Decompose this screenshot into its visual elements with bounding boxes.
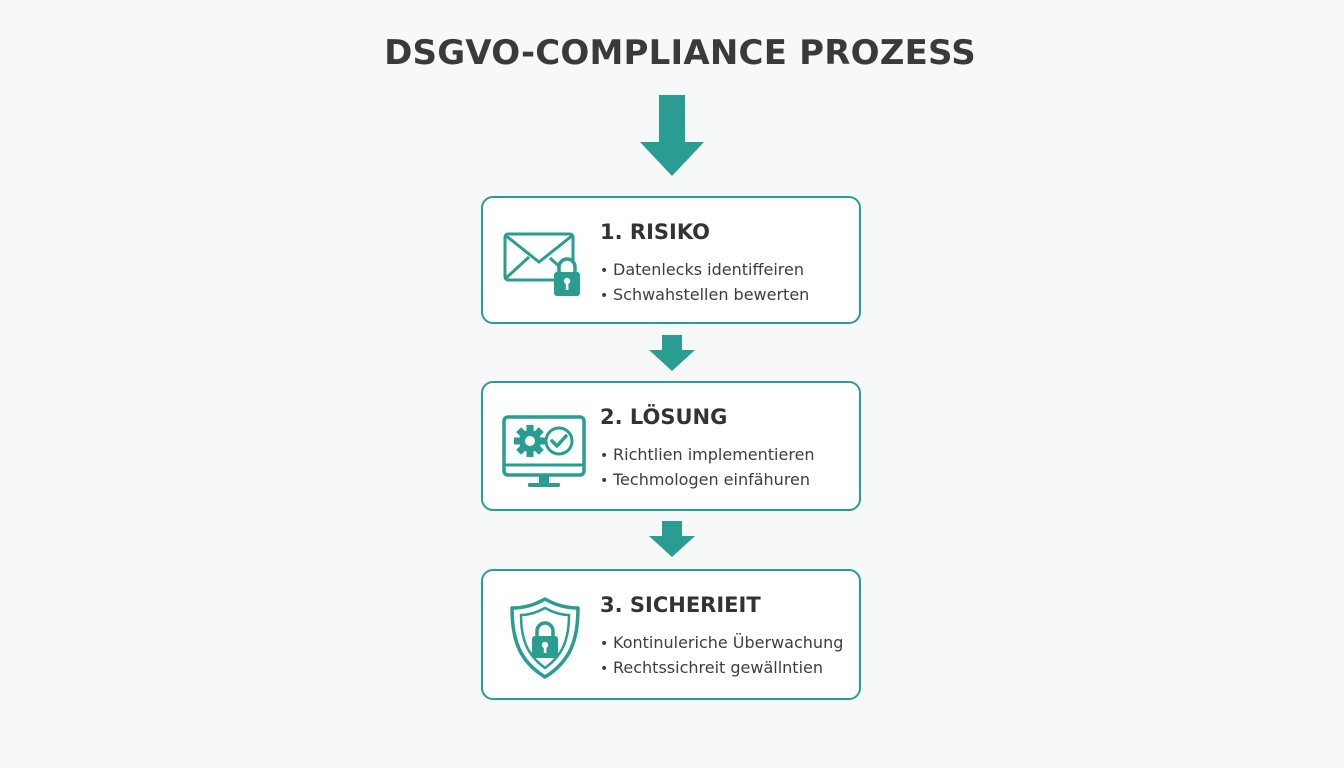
step-bullet-list: •Kontinuleriche Überwachung •Rechtssichr… — [600, 631, 843, 681]
monitor-gear-check-icon — [502, 415, 586, 487]
arrow-down-icon — [649, 521, 695, 557]
step-sicherheit: 3. SICHERIEIT •Kontinuleriche Überwachun… — [481, 569, 861, 700]
step-title: 1. RISIKO — [600, 220, 711, 244]
step-loesung: 2. LÖSUNG •Richtlien implementieren •Tec… — [481, 381, 861, 511]
step-bullet-list: •Richtlien implementieren •Techmologen e… — [600, 443, 815, 493]
bullet-text: Kontinuleriche Überwachung — [613, 633, 844, 652]
list-item: •Richtlien implementieren — [600, 445, 815, 464]
bullet-text: Datenlecks identiffeiren — [613, 260, 804, 279]
arrow-down-icon — [649, 335, 695, 371]
arrow-down-icon — [640, 95, 704, 176]
list-item: •Techmologen einfähuren — [600, 470, 811, 489]
step-title: 2. LÖSUNG — [600, 405, 728, 429]
bullet-text: Schwahstellen bewerten — [613, 285, 810, 304]
shield-lock-icon — [510, 597, 580, 679]
step-bullet-list: •Datenlecks identiffeiren •Schwahstellen… — [600, 258, 809, 308]
step-risiko: 1. RISIKO •Datenlecks identiffeiren •Sch… — [481, 196, 861, 324]
envelope-lock-icon — [503, 232, 580, 296]
bullet-text: Techmologen einfähuren — [613, 470, 811, 489]
diagram-title: DSGVO-COMPLIANCE PROZESS — [384, 33, 976, 73]
bullet-text: Richtlien implementieren — [613, 445, 815, 464]
step-title: 3. SICHERIEIT — [600, 593, 761, 617]
list-item: •Datenlecks identiffeiren — [600, 260, 804, 279]
list-item: •Rechtssichreit gewällntien — [600, 658, 824, 677]
list-item: •Schwahstellen bewerten — [600, 285, 810, 304]
list-item: •Kontinuleriche Überwachung — [600, 633, 844, 652]
bullet-text: Rechtssichreit gewällntien — [613, 658, 824, 677]
